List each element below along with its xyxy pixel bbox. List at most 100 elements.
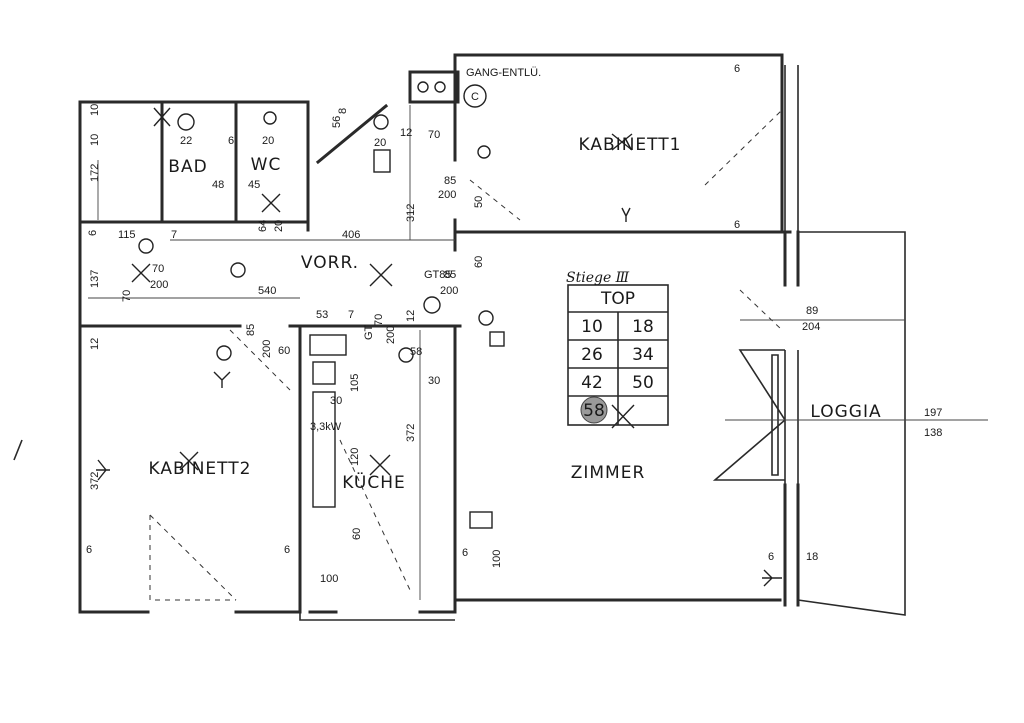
room-label-kabinett1: KABINETT1 (579, 135, 682, 155)
dim-text: 137 (89, 270, 101, 288)
dim-text: 60 (278, 345, 290, 357)
switch-kab2-icon (96, 459, 110, 481)
dim-text: 89 (806, 305, 818, 317)
room-label-zimmer: ZIMMER (571, 463, 646, 483)
dim-text: 85 (444, 269, 456, 281)
ceiling-light-vorr2-icon (131, 263, 151, 283)
top-cell: 42 (581, 373, 603, 393)
dim-text: 12 (405, 310, 417, 322)
dim-text: 312 (405, 204, 417, 222)
dim-text: 64 (257, 220, 269, 232)
switch-loggia-icon (762, 569, 782, 587)
dim-text: 48 (212, 179, 224, 191)
door-diag-zimmer (739, 289, 783, 331)
wall-south (78, 598, 782, 614)
dim-text: 6 (228, 135, 234, 147)
top-cell-highlighted: 58 (583, 401, 605, 421)
label-gt85: GT85 (424, 269, 452, 281)
ceiling-light-bad-icon (153, 107, 171, 127)
top-table-grid (568, 311, 668, 425)
dim-text: 197 (924, 407, 942, 419)
door-diag-kab1 (704, 109, 783, 186)
dim-text: 12 (400, 127, 412, 139)
dim-text: 200 (385, 326, 397, 344)
door-swing-kab2 (149, 515, 236, 601)
room-label-kueche: KÜCHE (342, 471, 406, 493)
walls (78, 53, 906, 621)
dim-text: 100 (320, 573, 338, 585)
antenna-kab1-icon (621, 207, 631, 222)
socket-kueche-icon (398, 347, 414, 363)
ceiling-light-vorr-icon (369, 263, 393, 287)
room-label-vorr: VORR. (301, 253, 359, 273)
dim-text: 406 (342, 229, 360, 241)
loggia-door-symbol (712, 349, 787, 481)
shaft-valve2-icon (434, 81, 446, 93)
dim-text: 120 (349, 448, 361, 466)
dim-text: 7 (348, 309, 354, 321)
dim-text: 8 (337, 108, 349, 114)
dim-text: 540 (258, 285, 276, 297)
dimension-texts: 22 6 48 20 45 20 12 70 85 200 406 115 7 … (86, 63, 942, 585)
ceiling-light-wc-icon (261, 193, 281, 213)
dim-text: 204 (802, 321, 820, 333)
dim-text: 58 (410, 346, 422, 358)
dim-text: 6 (768, 551, 774, 563)
door-diag-kab2 (149, 514, 237, 601)
phone-icon (489, 331, 505, 347)
dim-text: 18 (806, 551, 818, 563)
dim-text: 22 (180, 135, 192, 147)
dim-text: 6 (734, 219, 740, 231)
dim-text: 372 (405, 424, 417, 442)
door-diag-vorr2 (469, 179, 521, 221)
door-diag-vorr (229, 329, 291, 391)
dim-text: 20 (273, 220, 285, 232)
light-vorr-top-icon (373, 114, 389, 130)
dim-text: 10 (89, 104, 101, 116)
dim-text: 7 (171, 229, 177, 241)
dim-text: 53 (316, 309, 328, 321)
shaft-box (408, 70, 460, 104)
top-cell: 18 (632, 317, 654, 337)
dimension-lines (88, 105, 988, 600)
dim-text: 372 (89, 472, 101, 490)
top-table: TOP 10 18 26 34 42 50 58 (567, 284, 669, 426)
socket-zimmer2-icon (478, 310, 494, 326)
label-kw: 3,3kW (310, 421, 342, 433)
label-c: C (471, 91, 479, 103)
switch-kab2b-icon (213, 371, 231, 388)
fixtures (138, 81, 505, 529)
door-swings (149, 109, 783, 601)
sink-icon (309, 334, 347, 356)
ceiling-light-kueche-icon (369, 454, 391, 476)
dim-text: 30 (428, 375, 440, 387)
dim-text: 70 (373, 314, 385, 326)
socket-vorr-icon (138, 238, 154, 254)
socket-zimmer-icon (423, 296, 441, 314)
room-label-wc: WC (251, 155, 282, 175)
punch-mark (13, 439, 23, 461)
dim-text: 30 (330, 395, 342, 407)
dim-text: 200 (438, 189, 456, 201)
dim-text: 45 (248, 179, 260, 191)
radiator-icon (469, 511, 493, 529)
dim-text: 60 (473, 256, 485, 268)
wall-slant (315, 103, 389, 165)
dim-text: 115 (118, 229, 136, 241)
dim-text: 50 (473, 196, 485, 208)
window-kab1 (784, 65, 799, 232)
kitchen-counter (312, 391, 336, 508)
socket-kab1-icon (477, 145, 491, 159)
shaft-valve1-icon (417, 81, 429, 93)
wall-kab1-outer (453, 53, 784, 232)
dim-text: 85 (245, 324, 257, 336)
wall-pillar-low (783, 483, 800, 607)
dim-text: 12 (89, 338, 101, 350)
dim-text: 70 (428, 129, 440, 141)
room-label-loggia: LOGGIA (810, 402, 881, 422)
door-diag-kueche (339, 439, 411, 591)
label-stiege: Stiege Ⅲ (566, 270, 630, 286)
dim-text: 20 (374, 137, 386, 149)
dim-text: 6 (87, 230, 99, 236)
